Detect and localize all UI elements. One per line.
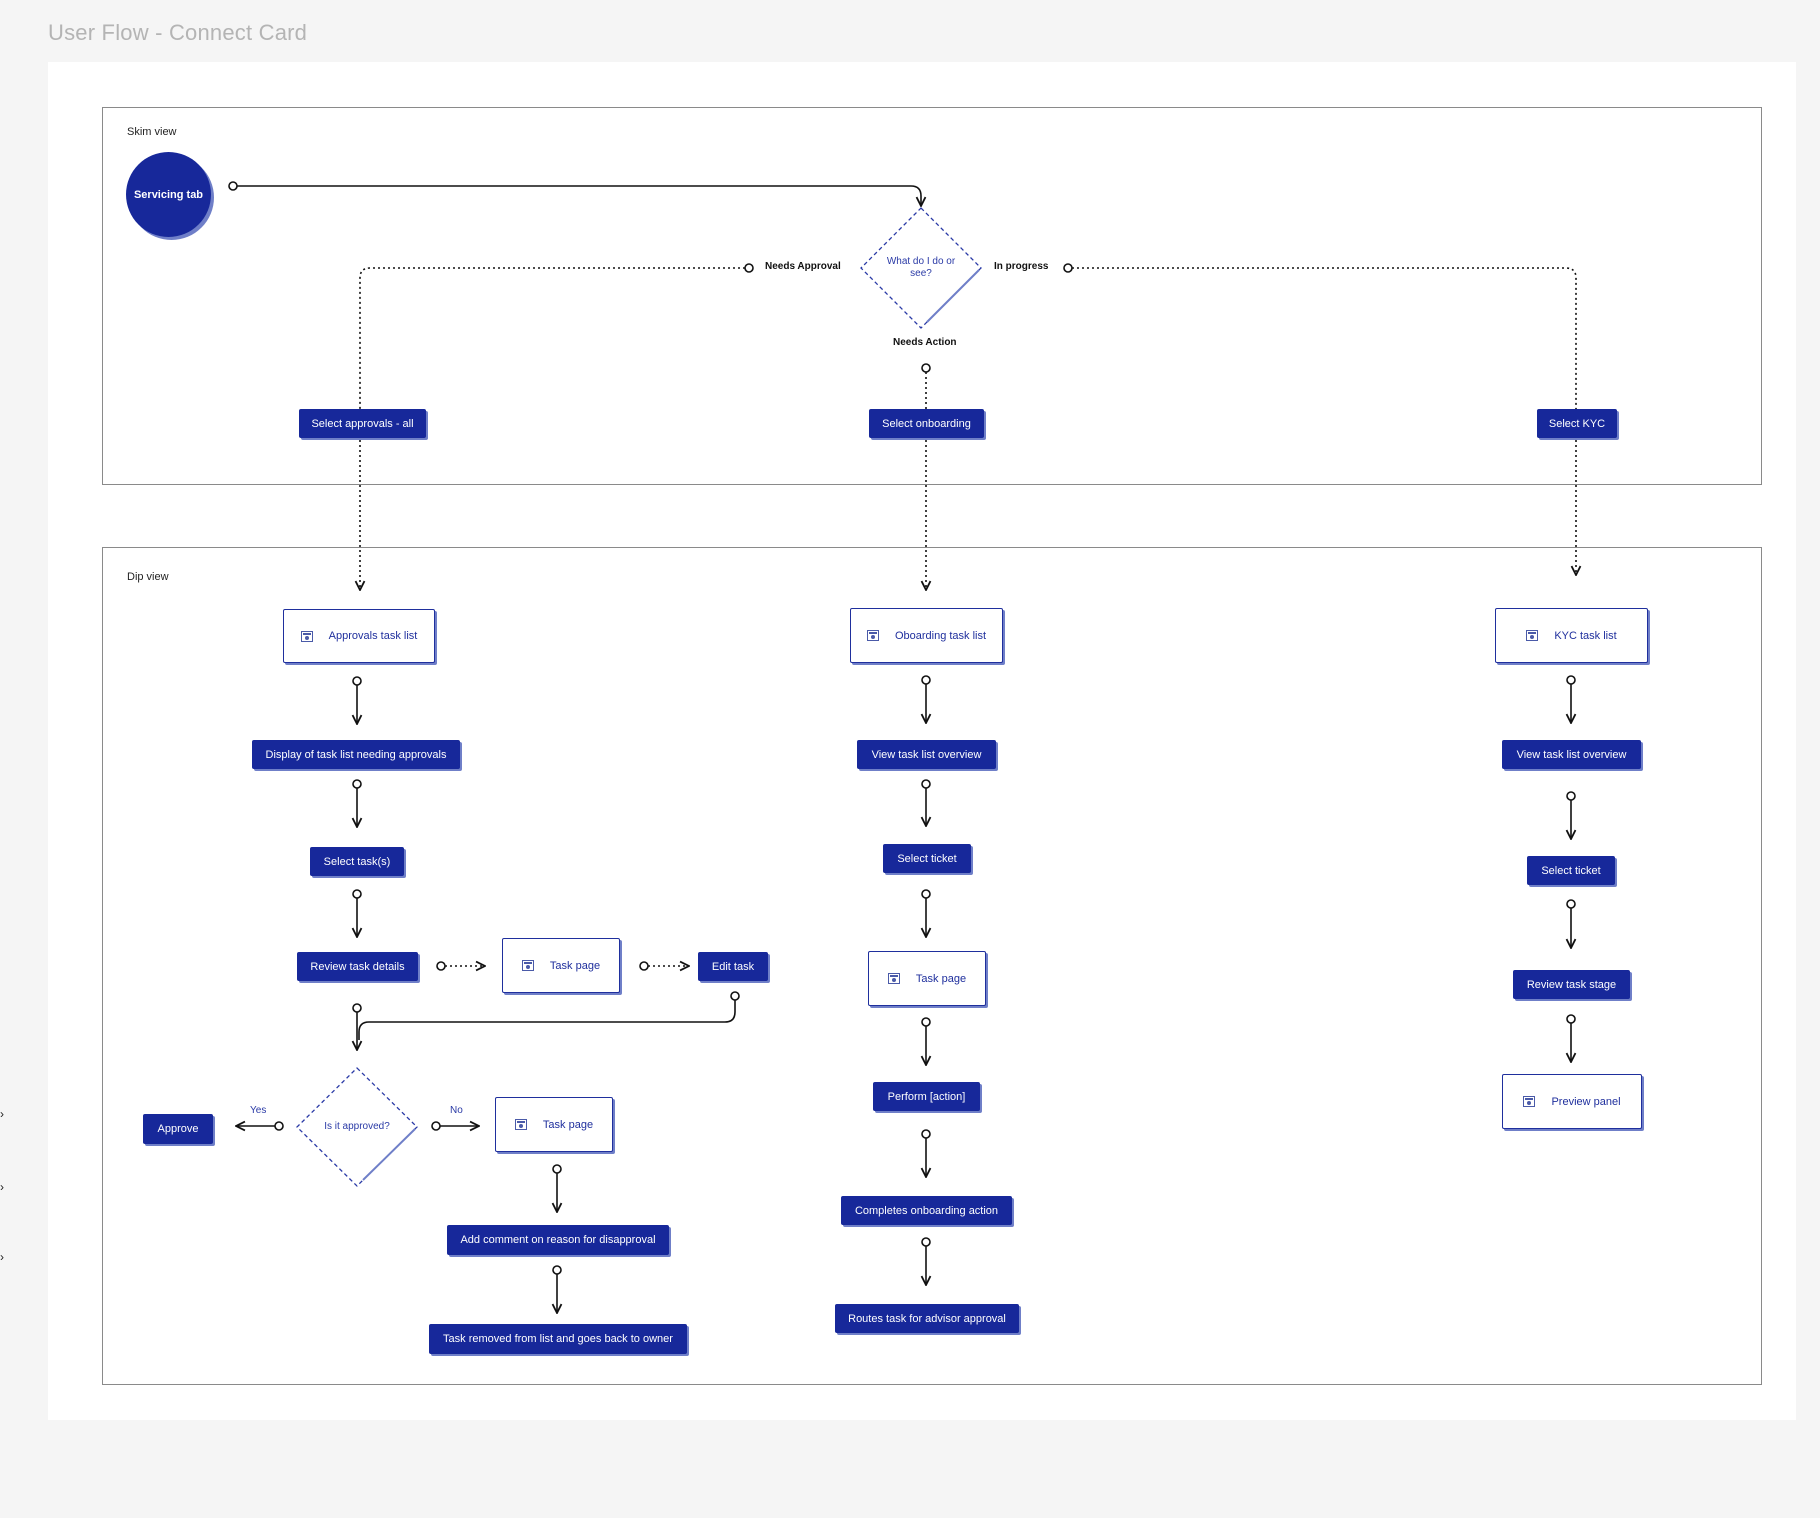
page-icon <box>866 630 879 641</box>
disapproval-task-page-label: Task page <box>542 1118 594 1131</box>
approval-decision-label: Is it approved? <box>324 1121 390 1132</box>
approvals-task-list-page[interactable]: Approvals task list <box>283 609 435 663</box>
preview-panel-page[interactable]: Preview panel <box>1502 1074 1642 1129</box>
display-task-list-button[interactable]: Display of task list needing approvals <box>252 740 460 769</box>
select-approvals-button[interactable]: Select approvals - all <box>299 409 426 438</box>
review-task-details-button[interactable]: Review task details <box>297 952 418 981</box>
dip-view-label: Dip view <box>127 571 169 583</box>
page-icon <box>514 1119 527 1130</box>
approve-button[interactable]: Approve <box>143 1114 213 1144</box>
page-icon <box>521 960 534 971</box>
onboarding-task-page-label: Task page <box>915 972 967 985</box>
onboarding-select-ticket-button[interactable]: Select ticket <box>883 844 971 873</box>
onboarding-task-page[interactable]: Task page <box>868 951 986 1006</box>
onboarding-overview-button[interactable]: View task list overview <box>857 740 996 769</box>
kyc-select-ticket-button[interactable]: Select ticket <box>1527 856 1615 885</box>
add-comment-button[interactable]: Add comment on reason for disapproval <box>447 1225 669 1255</box>
kyc-overview-button[interactable]: View task list overview <box>1502 740 1641 769</box>
skim-view-frame <box>102 107 1762 485</box>
edge-arrow-mark: › <box>0 1107 4 1121</box>
edge-arrow-mark: › <box>0 1250 4 1264</box>
branch-needs-action-label: Needs Action <box>893 337 957 348</box>
dip-view-frame <box>102 547 1762 1385</box>
edit-task-button[interactable]: Edit task <box>698 952 768 981</box>
onboarding-task-list-label: Oboarding task list <box>894 629 987 642</box>
branch-needs-approval-label: Needs Approval <box>765 261 841 272</box>
review-task-stage-button[interactable]: Review task stage <box>1513 970 1630 999</box>
page-icon <box>300 630 313 642</box>
approvals-task-page-label: Task page <box>549 959 601 972</box>
no-label: No <box>450 1105 463 1116</box>
edge-arrow-mark: › <box>0 1180 4 1194</box>
branch-in-progress-label: In progress <box>994 261 1049 272</box>
servicing-tab-node[interactable]: Servicing tab <box>126 152 211 237</box>
page-title: User Flow - Connect Card <box>48 20 308 45</box>
approvals-task-page[interactable]: Task page <box>502 938 620 993</box>
routes-task-button[interactable]: Routes task for advisor approval <box>835 1304 1019 1333</box>
servicing-tab-label: Servicing tab <box>133 188 204 201</box>
skim-decision-label: What do I do or see? <box>886 256 956 279</box>
select-onboarding-button[interactable]: Select onboarding <box>869 409 984 438</box>
perform-action-button[interactable]: Perform [action] <box>873 1082 980 1111</box>
select-tasks-button[interactable]: Select task(s) <box>310 847 404 876</box>
page-icon <box>887 973 900 984</box>
onboarding-task-list-page[interactable]: Oboarding task list <box>850 608 1003 663</box>
completes-onboarding-button[interactable]: Completes onboarding action <box>841 1196 1012 1225</box>
kyc-task-list-page[interactable]: KYC task list <box>1495 608 1648 663</box>
page-icon <box>1526 630 1539 641</box>
disapproval-task-page[interactable]: Task page <box>495 1097 613 1152</box>
task-removed-node[interactable]: Task removed from list and goes back to … <box>429 1324 687 1354</box>
kyc-task-list-label: KYC task list <box>1554 629 1617 642</box>
select-kyc-button[interactable]: Select KYC <box>1537 409 1617 438</box>
skim-view-label: Skim view <box>127 126 177 138</box>
yes-label: Yes <box>250 1105 267 1116</box>
approvals-task-list-label: Approvals task list <box>328 630 418 642</box>
preview-panel-label: Preview panel <box>1551 1095 1621 1108</box>
page-icon <box>1523 1096 1536 1107</box>
